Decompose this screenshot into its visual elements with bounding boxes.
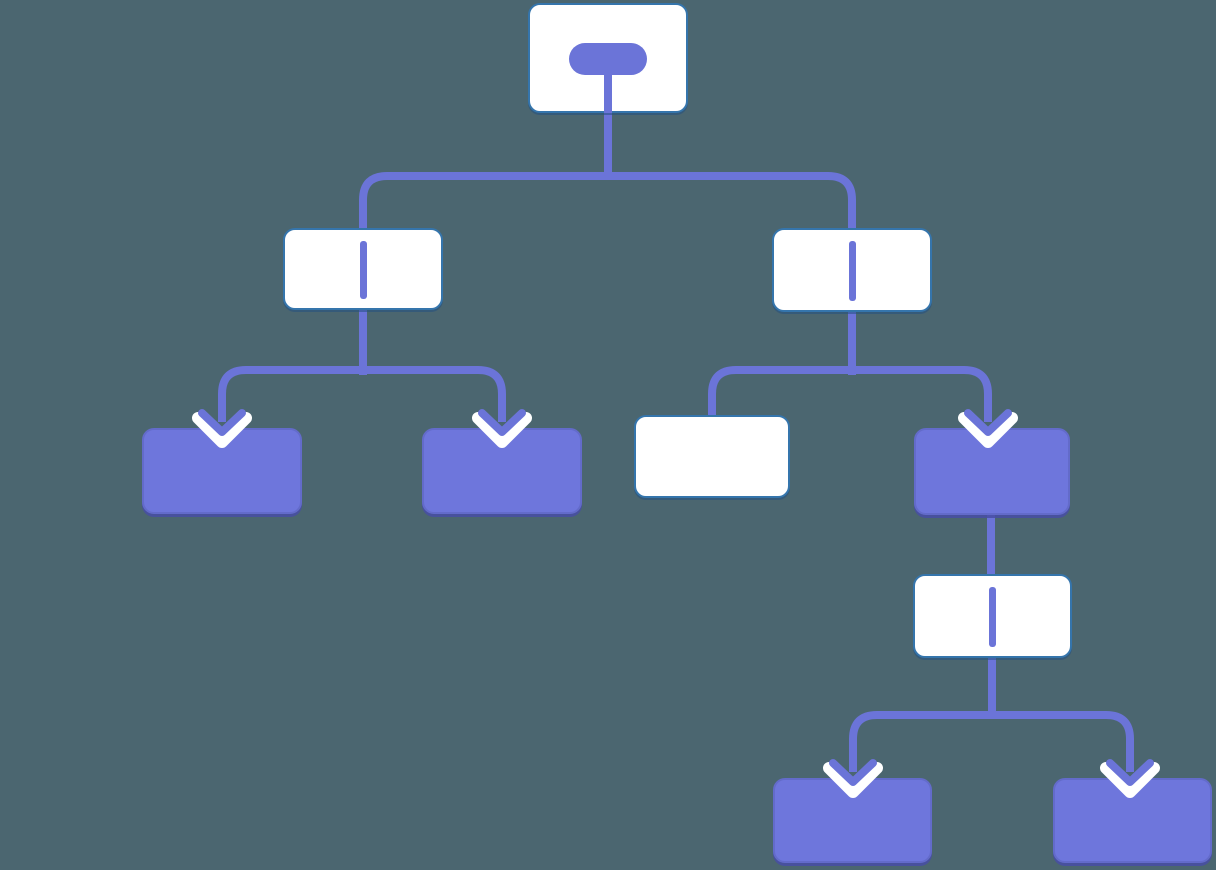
node-plain-node[interactable]	[634, 415, 790, 498]
double-chevron-down-icon	[472, 402, 532, 448]
tree-root-icon	[569, 43, 647, 75]
vertical-bar-icon	[359, 241, 367, 299]
double-chevron-down-icon	[192, 402, 252, 448]
vertical-bar-icon	[848, 241, 856, 301]
connector-right-branch-to-plain-node+leaf-3	[708, 366, 992, 419]
double-chevron-down-icon	[823, 752, 883, 798]
node-leaf-5[interactable]	[1053, 778, 1212, 863]
arrow-head	[964, 409, 1012, 436]
arrow-chevron	[472, 412, 532, 448]
connector-bottom-branch-to-leaf-4+leaf-5	[849, 711, 1134, 756]
arrow-chevron	[958, 412, 1018, 448]
node-branch-left[interactable]	[283, 228, 443, 310]
root-stem-icon	[604, 67, 612, 113]
arrow-head	[829, 759, 877, 786]
arrow-chevron	[192, 412, 252, 448]
node-root[interactable]	[528, 3, 688, 113]
connector-left-branch-to-leaf-1+leaf-2	[218, 366, 506, 406]
connector-top-branch-to-branch-left+right	[359, 172, 856, 232]
node-branch-right[interactable]	[772, 228, 932, 312]
arrow-chevron	[823, 762, 883, 798]
arrow-head	[478, 409, 526, 436]
arrow-head	[1106, 759, 1154, 786]
double-chevron-down-icon	[958, 402, 1018, 448]
vertical-bar-icon	[989, 587, 996, 647]
double-chevron-down-icon	[1100, 752, 1160, 798]
arrow-chevron	[1100, 762, 1160, 798]
node-leaf-3[interactable]	[914, 428, 1070, 515]
arrow-head	[198, 409, 246, 436]
node-branch-lower[interactable]	[913, 574, 1072, 658]
